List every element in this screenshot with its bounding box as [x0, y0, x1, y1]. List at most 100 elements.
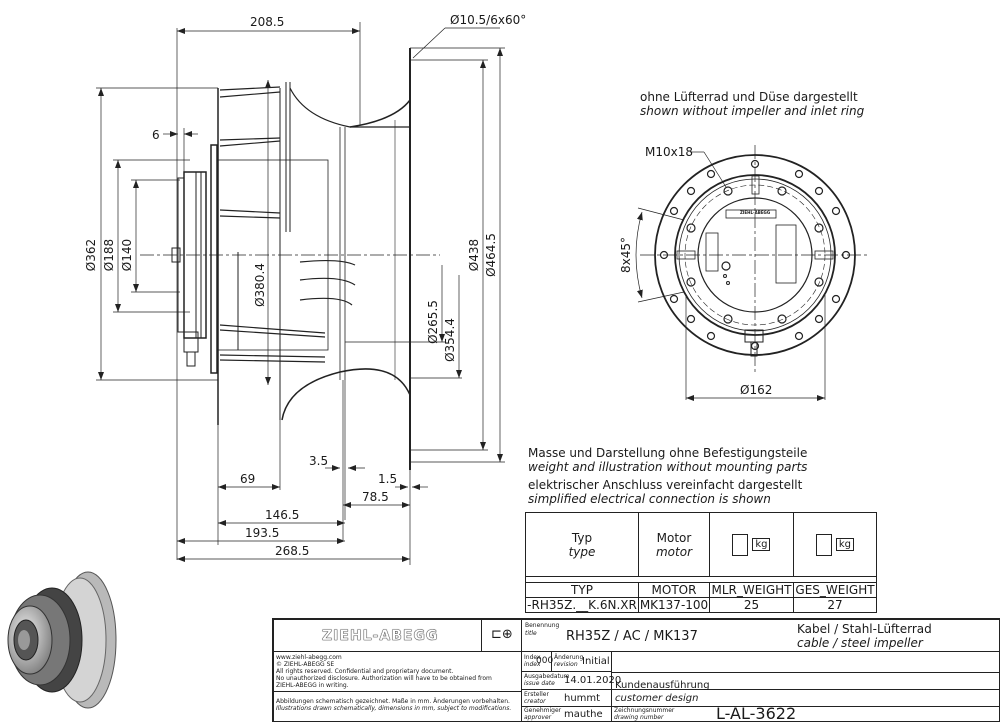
- dim-d464-5: Ø464.5: [484, 233, 498, 277]
- legal-line: www.ziehl-abegg.com: [276, 654, 342, 661]
- dim-78-5: 78.5: [362, 490, 389, 504]
- index-label-de: Index: [524, 654, 541, 661]
- electrical-note: elektrischer Anschluss vereinfacht darge…: [528, 478, 802, 506]
- description-de: Kabel / Stahl-Lüfterrad: [797, 622, 932, 636]
- issue-label-de: Ausgabedatum: [524, 673, 570, 680]
- dim-3-5: 3.5: [309, 454, 328, 468]
- dim-d438: Ø438: [467, 239, 481, 271]
- legal-notice: www.ziehl-abegg.com © ZIEHL-ABEGG SE All…: [274, 652, 522, 692]
- header-motor-en: motor: [655, 544, 692, 559]
- impeller-shroud-top: [289, 87, 410, 128]
- schematic-notice: Abbildungen schematisch gezeichnet. Maße…: [274, 692, 522, 722]
- terminal-box: [775, 224, 797, 284]
- drawing-title: RH35Z / AC / MK137: [566, 629, 698, 644]
- table-row: -RH35Z.__K.6N.XR MK137-100 25 27: [525, 597, 878, 613]
- index-value: 000: [536, 656, 554, 666]
- title-label-en: title: [525, 630, 537, 637]
- legal-line: © ZIEHL-ABEGG SE: [276, 661, 335, 668]
- title-cell: Benennung title RH35Z / AC / MK137 Kabel…: [522, 620, 1000, 652]
- legal-line: All rights reserved. Confidential and pr…: [276, 668, 454, 675]
- revision-cell: Änderung revision Initial: [552, 652, 612, 672]
- impeller-shroud-bottom: [281, 368, 411, 421]
- dim-d380-4: Ø380.4: [253, 263, 267, 307]
- label-plate: [705, 232, 719, 272]
- dim-6: 6: [152, 128, 160, 142]
- motor-body: [217, 159, 329, 351]
- description-en: cable / steel impeller: [797, 636, 923, 650]
- legal-line: ZIEHL-ABEGG in writing.: [276, 682, 349, 689]
- dim-d188: Ø188: [102, 239, 116, 271]
- cell-ges-weight: 27: [792, 597, 878, 613]
- col-motor: MOTOR: [638, 582, 710, 598]
- issue-label-en: issue date: [524, 680, 555, 687]
- drawing-label-de: Zeichnungsnummer: [614, 707, 675, 714]
- schematic-de: Abbildungen schematisch gezeichnet. Maße…: [276, 698, 510, 705]
- dim-d140: Ø140: [120, 239, 134, 271]
- approver-label-de: Genehmiger: [524, 707, 562, 714]
- header-type-de: Typ: [571, 530, 593, 545]
- col-ges-weight: GES_WEIGHT: [792, 582, 878, 598]
- header-motor-de: Motor: [656, 530, 692, 545]
- dim-hole-spec: Ø10.5/6x60°: [450, 13, 526, 27]
- drawing-label-en: drawing number: [614, 714, 664, 721]
- issue-date-cell: Ausgabedatum issue date 14.01.2020: [522, 672, 621, 690]
- motor-rear: [183, 171, 207, 339]
- motor-face: [697, 197, 813, 313]
- header-type-en: type: [568, 544, 596, 559]
- revision-label-de: Änderung: [554, 654, 584, 661]
- screw: [171, 247, 181, 263]
- header-total-weight-icon: kg: [792, 512, 878, 577]
- dim-193-5: 193.5: [245, 526, 279, 540]
- dim-268-5: 268.5: [275, 544, 309, 558]
- creator-label-de: Ersteller: [524, 691, 549, 698]
- front-logo-text: ZIEHL-ABEGG: [740, 210, 770, 215]
- legal-line: No unauthorized disclosure. Authorizatio…: [276, 675, 492, 682]
- electrical-note-de: elektrischer Anschluss vereinfacht darge…: [528, 478, 803, 492]
- approver-value: mauthe: [564, 709, 603, 720]
- weight-note-de: Masse und Darstellung ohne Befestigungst…: [528, 446, 808, 460]
- dim-208-5: 208.5: [250, 15, 284, 29]
- weight-note: Masse und Darstellung ohne Befestigungst…: [528, 446, 807, 474]
- inlet-ring-top: [349, 99, 411, 128]
- schematic-en: Illustrations drawn schematically, dimen…: [276, 705, 512, 712]
- side-dimensions: [96, 22, 505, 565]
- weight-note-en: weight and illustration without mounting…: [528, 460, 808, 474]
- flange-outer: [654, 154, 856, 356]
- issue-date: 14.01.2020: [564, 675, 622, 686]
- approver-label-en: approver: [524, 714, 552, 721]
- col-typ: TYP: [525, 582, 639, 598]
- title-label-de: Benennung: [525, 622, 560, 629]
- front-view-labels: ZIEHL-ABEGG M10x18 8x45° Ø162 ohne Lüfte…: [619, 90, 865, 397]
- kg-icon: kg: [752, 538, 771, 551]
- index-label-en: index: [524, 661, 541, 668]
- col-mlr-weight: MLR_WEIGHT: [709, 582, 794, 598]
- front-logo: [725, 209, 777, 219]
- electrical-note-en: simplified electrical connection is show…: [528, 492, 771, 506]
- kg-icon: kg: [835, 538, 854, 551]
- index-cell: Index index 000: [522, 652, 554, 672]
- front-view: [635, 145, 870, 401]
- dim-d265-5: Ø265.5: [426, 300, 440, 344]
- dim-146-5: 146.5: [265, 508, 299, 522]
- thread-label: M10x18: [645, 145, 693, 159]
- cell-mlr-weight: 25: [709, 597, 794, 613]
- company-logo-cell: ZIEHL-ABEGG: [274, 620, 482, 652]
- drawing-number: L-AL-3622: [716, 704, 797, 723]
- creator-cell: Ersteller creator hummt: [522, 690, 612, 707]
- dim-d354-4: Ø354.4: [443, 318, 457, 362]
- fan-3d-render: [7, 571, 117, 709]
- impeller-blades: [219, 86, 356, 363]
- dim-d162: Ø162: [740, 383, 772, 397]
- side-dimension-labels: 208.5 Ø10.5/6x60° Ø362 Ø188 Ø140 6 Ø380.…: [84, 13, 526, 558]
- cell-motor: MK137-100: [638, 597, 710, 613]
- dim-1-5: 1.5: [378, 472, 397, 486]
- revision-label-en: revision: [554, 661, 578, 668]
- front-note-en: shown without impeller and inlet ring: [640, 104, 865, 118]
- design-cell: Kundenausführung customer design: [612, 672, 1000, 707]
- front-note-de: ohne Lüfterrad und Düse dargestellt: [640, 90, 858, 104]
- dim-d362: Ø362: [84, 239, 98, 271]
